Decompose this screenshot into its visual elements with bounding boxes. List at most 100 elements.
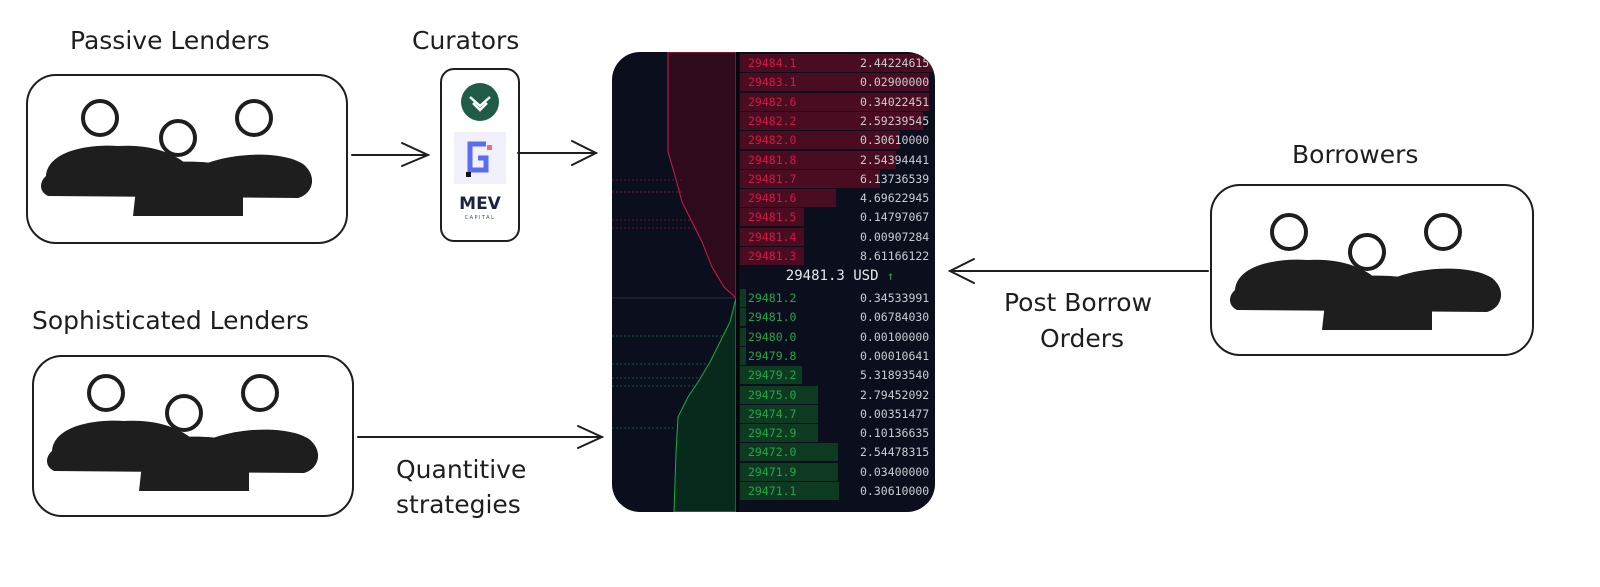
post-orders-label-1: Post Borrow bbox=[1004, 288, 1153, 317]
people-icon bbox=[39, 99, 315, 218]
bid-depth-bar bbox=[740, 385, 818, 404]
ask-row: 29481.4 0.00907284 bbox=[740, 227, 935, 246]
arrow-sophisticated-to-orderbook bbox=[357, 425, 605, 449]
ask-quantity: 0.02900000 bbox=[860, 75, 930, 90]
ask-quantity: 6.13736539 bbox=[860, 171, 930, 186]
borrowers-box bbox=[1210, 184, 1534, 356]
arrow-curators-to-orderbook bbox=[517, 140, 599, 166]
bid-quantity: 0.30610000 bbox=[860, 484, 930, 498]
mev-capital-logo: MEV bbox=[459, 194, 501, 214]
ask-price: 29481.4 bbox=[748, 229, 797, 244]
bid-price: 29472.0 bbox=[748, 445, 797, 460]
bid-price: 29479.2 bbox=[748, 368, 797, 383]
post-orders-label-2: Orders bbox=[1040, 324, 1125, 353]
bid-depth-bar bbox=[740, 482, 840, 500]
ask-row: 29482.2 2.59239545 bbox=[740, 111, 935, 130]
bid-row: 29472.9 0.10136635 bbox=[740, 424, 935, 443]
bid-depth-bar bbox=[740, 424, 818, 443]
bid-row: 29471.9 0.03400000 bbox=[740, 462, 935, 481]
ask-price: 29482.2 bbox=[748, 113, 797, 128]
bid-depth-bar bbox=[740, 443, 838, 462]
bid-price: 29480.0 bbox=[748, 329, 797, 344]
bid-depth-bar bbox=[740, 404, 818, 423]
bid-depth-bar bbox=[740, 462, 838, 481]
ask-row: 29484.1 2.44224615 bbox=[740, 54, 935, 72]
ask-quantity: 4.69622945 bbox=[860, 191, 930, 206]
ask-price: 29482.6 bbox=[748, 94, 797, 109]
ask-depth-bar bbox=[740, 131, 900, 150]
ask-price: 29481.6 bbox=[748, 191, 797, 206]
ask-depth-bar bbox=[740, 54, 935, 72]
ask-row: 29482.6 0.34022451 bbox=[740, 92, 935, 111]
bid-quantity: 2.79452092 bbox=[860, 387, 930, 402]
depth-chart bbox=[612, 52, 740, 512]
bid-price: 29471.9 bbox=[748, 464, 797, 479]
bid-depth-bar bbox=[740, 327, 746, 346]
ask-price: 29482.0 bbox=[748, 133, 797, 148]
ask-depth-bar bbox=[740, 189, 836, 208]
ask-quantity: 2.44224615 bbox=[860, 56, 930, 70]
order-book: 29484.1 2.44224615 29483.1 0.02900000 29… bbox=[612, 52, 935, 512]
curators-box: MEV CAPITAL bbox=[440, 68, 520, 242]
bid-row: 29474.7 0.00351477 bbox=[740, 404, 935, 423]
ask-quantity: 2.54394441 bbox=[860, 152, 930, 167]
up-arrow-icon: ↑ bbox=[886, 269, 895, 283]
ask-depth-bar bbox=[740, 247, 805, 265]
ask-price: 29483.1 bbox=[748, 75, 797, 90]
sophisticated-lenders-box bbox=[32, 355, 354, 517]
bid-row: 29472.0 2.54478315 bbox=[740, 443, 935, 462]
bid-price: 29472.9 bbox=[748, 426, 797, 441]
arrow-passive-to-curators bbox=[351, 142, 431, 167]
borrowers-label: Borrowers bbox=[1292, 140, 1419, 169]
ask-quantity: 0.14797067 bbox=[860, 210, 930, 225]
ask-quantity: 2.59239545 bbox=[860, 113, 930, 128]
ask-depth-bar bbox=[740, 227, 805, 246]
bid-quantity: 0.06784030 bbox=[860, 310, 930, 325]
ask-price: 29481.5 bbox=[748, 210, 797, 225]
ask-depth-bar bbox=[740, 169, 881, 188]
bid-price: 29471.1 bbox=[748, 484, 797, 498]
ask-quantity: 0.00907284 bbox=[860, 229, 930, 244]
sophisticated-lenders-label: Sophisticated Lenders bbox=[32, 306, 309, 335]
divider bbox=[736, 52, 739, 512]
ask-depth-bar bbox=[740, 92, 930, 111]
ask-price: 29481.3 bbox=[748, 249, 797, 263]
bid-quantity: 0.10136635 bbox=[860, 426, 930, 441]
bid-price: 29474.7 bbox=[748, 406, 797, 421]
bid-quantity: 2.54478315 bbox=[860, 445, 930, 460]
ask-row: 29483.1 0.02900000 bbox=[740, 73, 935, 92]
bid-quantity: 5.31893540 bbox=[860, 368, 930, 383]
quant-label-1: Quantitive bbox=[396, 455, 527, 484]
ask-row: 29481.7 6.13736539 bbox=[740, 169, 935, 188]
ask-row: 29481.8 2.54394441 bbox=[740, 150, 935, 169]
ask-depth-bar bbox=[740, 111, 924, 130]
ask-depth-area bbox=[667, 52, 737, 300]
bid-row: 29479.2 5.31893540 bbox=[740, 366, 935, 385]
bid-depth-area bbox=[673, 297, 737, 512]
ask-quantity: 0.30610000 bbox=[860, 133, 930, 148]
arrow-borrowers-to-orderbook bbox=[947, 258, 1209, 284]
passive-lenders-box bbox=[26, 74, 348, 244]
bid-depth-bar bbox=[740, 308, 746, 327]
bid-quantity: 0.03400000 bbox=[860, 464, 930, 479]
ask-row: 29481.6 4.69622945 bbox=[740, 189, 935, 208]
quant-label-2: strategies bbox=[396, 490, 521, 519]
bid-price: 29475.0 bbox=[748, 387, 797, 402]
bid-row: 29471.1 0.30610000 bbox=[740, 482, 935, 500]
bid-quantity: 0.00100000 bbox=[860, 329, 930, 344]
passive-lenders-label: Passive Lenders bbox=[70, 26, 270, 55]
ask-row: 29481.3 8.61166122 bbox=[740, 247, 935, 265]
bid-row: 29475.0 2.79452092 bbox=[740, 385, 935, 404]
people-icon bbox=[1228, 213, 1504, 332]
curator-logo-circle-icon bbox=[461, 83, 499, 121]
bid-row: 29481.2 0.34533991 bbox=[740, 289, 935, 307]
ask-quantity: 8.61166122 bbox=[860, 249, 930, 263]
ask-row: 29482.0 0.30610000 bbox=[740, 131, 935, 150]
bid-price: 29481.0 bbox=[748, 310, 797, 325]
bid-row: 29480.0 0.00100000 bbox=[740, 327, 935, 346]
ask-depth-bar bbox=[740, 73, 930, 92]
curator-logos bbox=[454, 83, 506, 184]
mev-capital-sub: CAPITAL bbox=[464, 215, 496, 221]
ask-price: 29484.1 bbox=[748, 56, 797, 70]
